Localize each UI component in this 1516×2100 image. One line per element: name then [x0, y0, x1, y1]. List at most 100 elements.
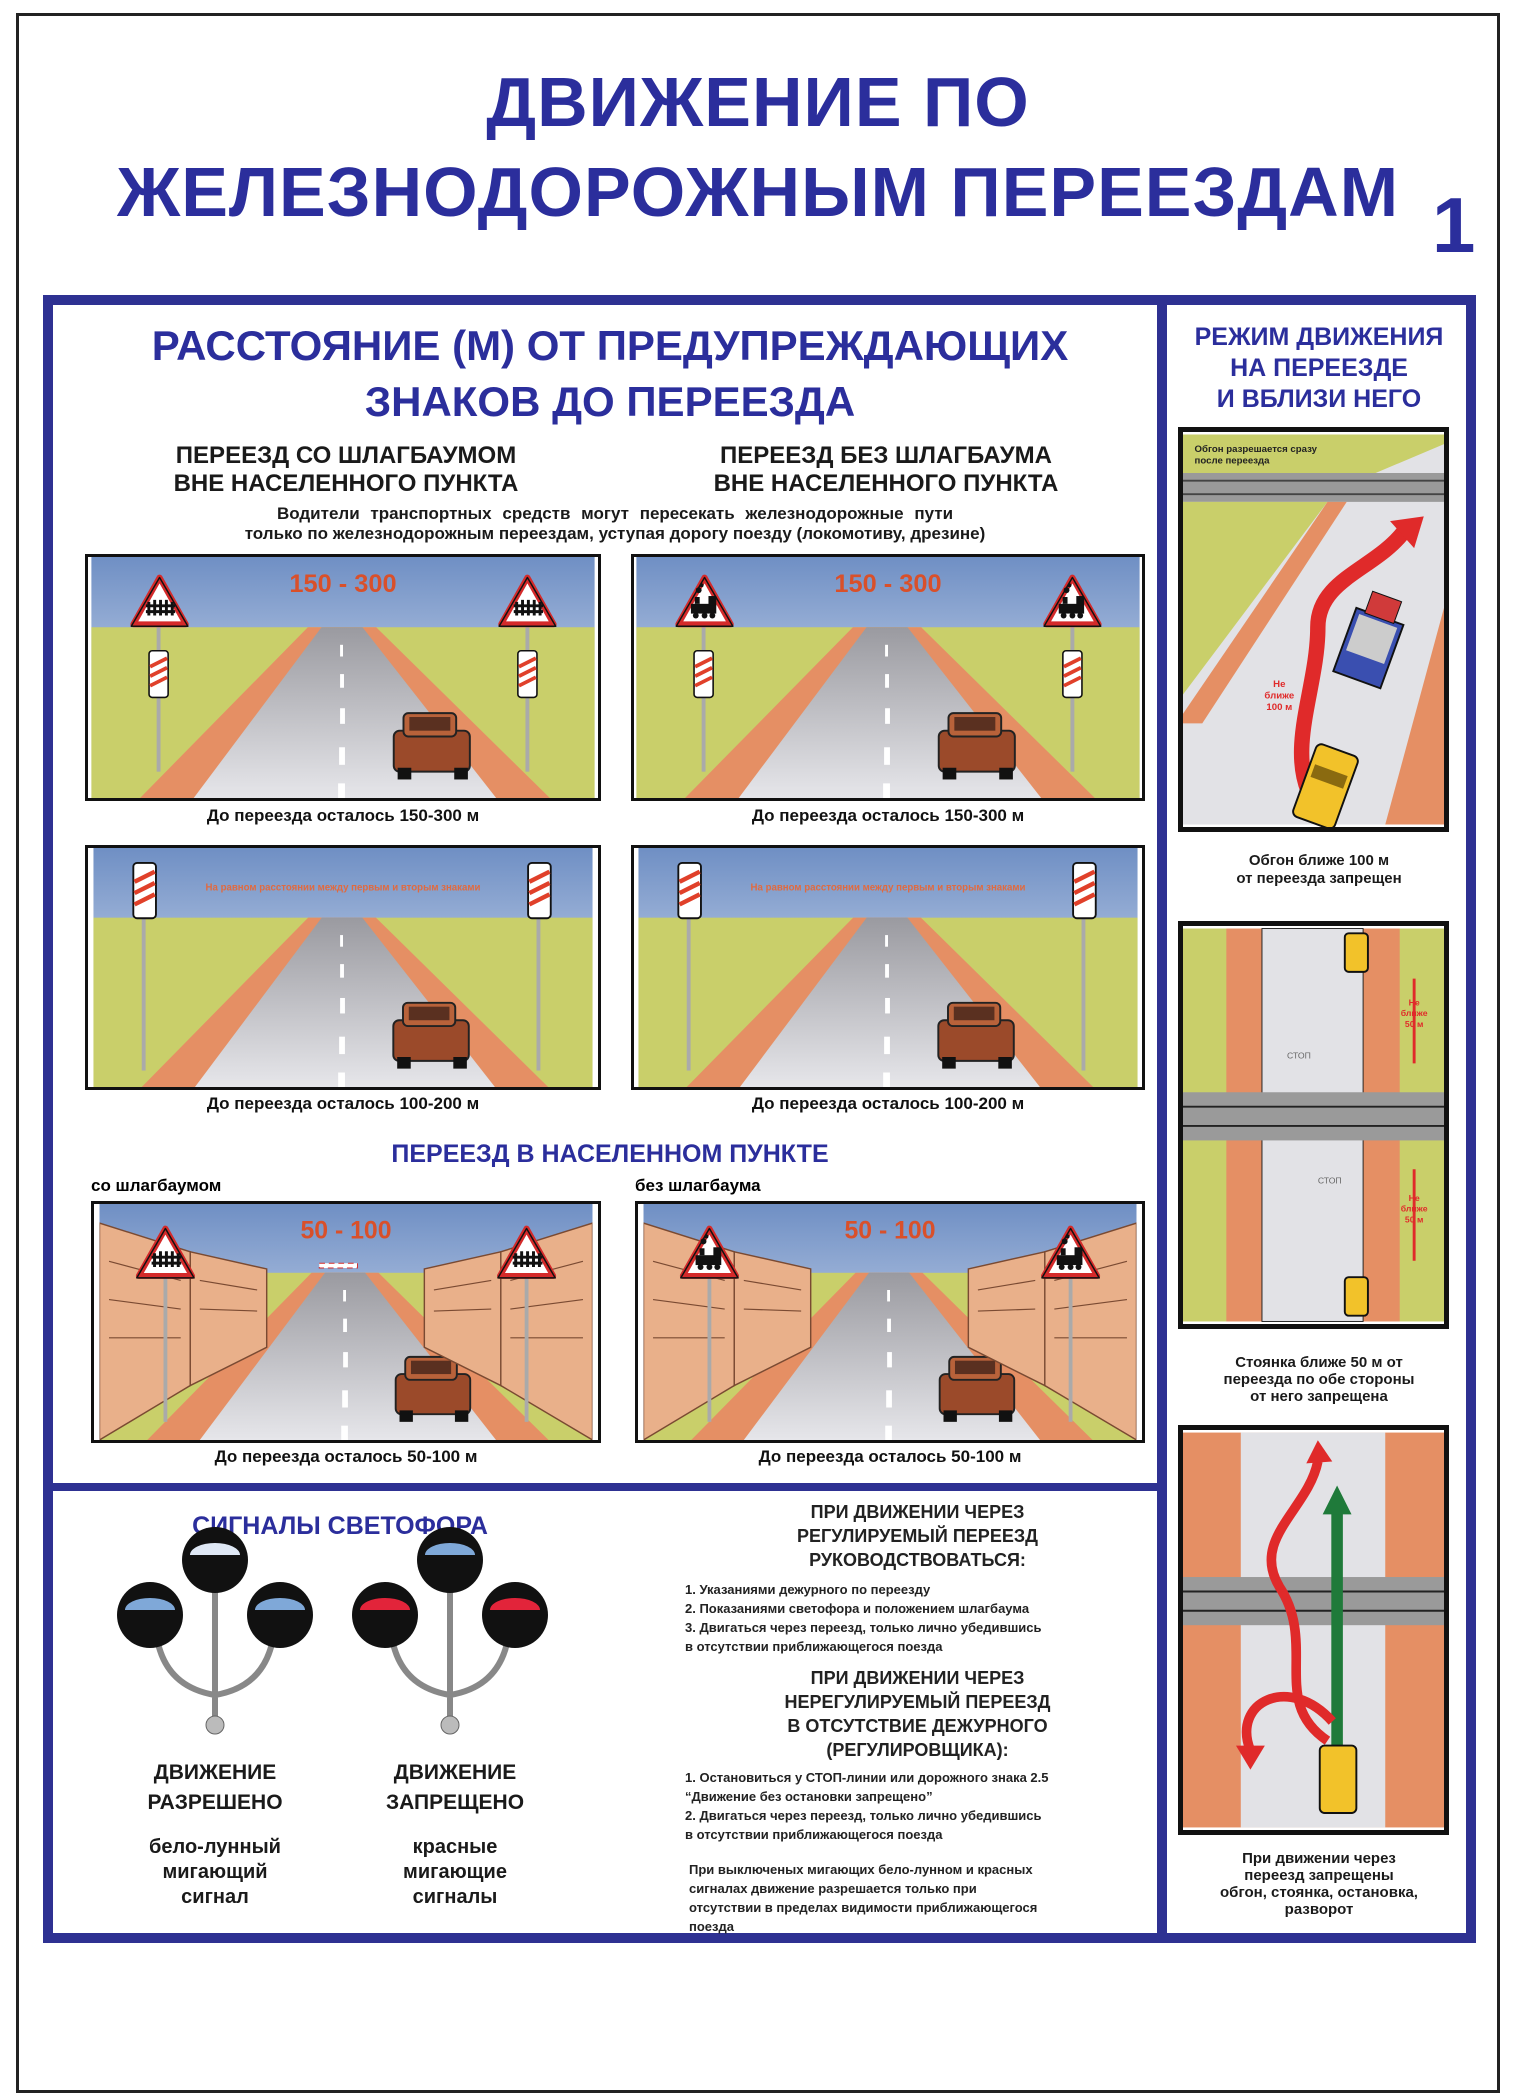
- note-line: поезда: [689, 1919, 734, 1934]
- allowed-label: ДВИЖЕНИЕ РАЗРЕШЕНО: [115, 1758, 315, 1818]
- regulated-heading: ПРИ ДВИЖЕНИИ ЧЕРЕЗ РЕГУЛИРУЕМЫЙ ПЕРЕЕЗД …: [685, 1500, 1150, 1572]
- forbidden-desc1: красные: [412, 1836, 498, 1858]
- distance-line: Не: [1409, 998, 1420, 1008]
- distance-line: ближе: [1401, 1008, 1428, 1018]
- caption-line: Стоянка ближе 50 м от: [1235, 1354, 1403, 1371]
- right-subheading-line1: ПЕРЕЕЗД БЕЗ ШЛАГБАУМА: [720, 442, 1052, 469]
- row3-right-caption: До переезда осталось 50-100 м: [758, 1447, 1022, 1466]
- scene-town-barrier-50-100: 50 - 100: [91, 1201, 601, 1443]
- white-lunar-lens-icon: [125, 1543, 305, 1610]
- warning-sign-barrier-icon: [498, 1229, 555, 1422]
- heading-line: ПРИ ДВИЖЕНИИ ЧЕРЕЗ: [810, 1668, 1025, 1688]
- caption-parking: Стоянка ближе 50 м от переезда по обе ст…: [1170, 1354, 1468, 1405]
- allowed-desc3: сигнал: [181, 1886, 249, 1908]
- banner-text: На равном расстоянии между первым и втор…: [751, 883, 1026, 894]
- caption-overtaking: Обгон ближе 100 м от переезда запрещен: [1170, 852, 1468, 888]
- drivers-text-line2: только по железнодорожным переездам, уст…: [244, 524, 986, 543]
- scene-town-no-barrier-50-100: 50 - 100: [635, 1201, 1145, 1443]
- list-item: 1. Указаниями дежурного по переезду: [685, 1582, 931, 1597]
- warning-sign-train-icon: [676, 577, 733, 772]
- unregulated-list: 1. Остановиться у СТОП-линии или дорожно…: [685, 1768, 1150, 1844]
- allowed-line2: РАЗРЕШЕНО: [147, 1791, 283, 1814]
- overtaking-scene: Обгон разрешается сразу после переезда Н…: [1178, 427, 1449, 832]
- heading-line: РУКОВОДСТВОВАТЬСЯ:: [809, 1550, 1026, 1570]
- scene-no-barrier-150-300: 150 - 300: [631, 554, 1145, 801]
- parking-scene: СТОП СТОП Не ближе 50 м Не ближе 50 м: [1178, 921, 1449, 1329]
- heading-line: (РЕГУЛИРОВЩИКА):: [826, 1740, 1009, 1760]
- list-item: 2. Двигаться через переезд, только лично…: [685, 1808, 1042, 1823]
- caption-line: Обгон ближе 100 м: [1248, 852, 1390, 869]
- note: При выключеных мигающих бело-лунном и кр…: [685, 1860, 1150, 1936]
- rules-block: ПРИ ДВИЖЕНИИ ЧЕРЕЗ РЕГУЛИРУЕМЫЙ ПЕРЕЕЗД …: [685, 1500, 1150, 1936]
- forbidden-desc: красные мигающие сигналы: [355, 1835, 555, 1910]
- caption-line: переезд запрещены: [1244, 1867, 1394, 1884]
- allowed-desc: бело-лунный мигающий сигнал: [115, 1835, 315, 1910]
- distance-line: 50 м: [1405, 1019, 1423, 1029]
- stop-marking: СТОП: [1318, 1176, 1342, 1186]
- barrier-gate: [318, 1262, 358, 1269]
- list-item: “Движение без остановки запрещено”: [685, 1789, 933, 1804]
- warning-sign-barrier-icon: [131, 577, 188, 772]
- caption-line: от него запрещена: [1250, 1388, 1388, 1405]
- distance-label: 50 - 100: [300, 1217, 391, 1244]
- right-subheading-line2: ВНЕ НАСЕЛЕННОГО ПУНКТА: [713, 470, 1059, 497]
- left-subheading-line2: ВНЕ НАСЕЛЕННОГО ПУНКТА: [173, 470, 519, 497]
- list-item: 2. Показаниями светофора и положением шл…: [685, 1601, 1030, 1616]
- warning-sign-train-icon: [1044, 577, 1101, 772]
- row1-left-caption: До переезда осталось 150-300 м: [206, 806, 480, 825]
- distance-label: 50 - 100: [844, 1217, 935, 1244]
- caption-line: от переезда запрещен: [1236, 870, 1402, 887]
- heading-line: РЕЖИМ ДВИЖЕНИЯ: [1194, 323, 1444, 351]
- overtake-note-line: Обгон разрешается сразу: [1195, 444, 1318, 455]
- vertical-divider: [1157, 295, 1167, 1943]
- warning-sign-barrier-icon: [499, 577, 556, 772]
- distance-line: Не: [1409, 1193, 1420, 1203]
- heading-line: И ВБЛИЗИ НЕГО: [1216, 385, 1422, 413]
- stop-marking: СТОП: [1287, 1051, 1311, 1061]
- unregulated-heading: ПРИ ДВИЖЕНИИ ЧЕРЕЗ НЕРЕГУЛИРУЕМЫЙ ПЕРЕЕЗ…: [685, 1666, 1150, 1762]
- left-subheading-line1: ПЕРЕЕЗД СО ШЛАГБАУМОМ: [175, 442, 517, 469]
- heading-line: ПРИ ДВИЖЕНИИ ЧЕРЕЗ: [810, 1502, 1025, 1522]
- traffic-light-forbidden: [352, 1527, 548, 1735]
- note-line: При выключеных мигающих бело-лунном и кр…: [689, 1862, 1033, 1877]
- distance-label: 150 - 300: [289, 570, 396, 598]
- mode-heading: РЕЖИМ ДВИЖЕНИЯ НА ПЕРЕЕЗДЕ И ВБЛИЗИ НЕГО: [1170, 322, 1468, 415]
- town-heading: ПЕРЕЕЗД В НАСЕЛЕННОМ ПУНКТЕ: [391, 1140, 829, 1168]
- warning-sign-train-icon: [681, 1229, 738, 1422]
- distance-line: 50 м: [1405, 1214, 1423, 1224]
- allowed-desc2: мигающий: [162, 1861, 268, 1883]
- warning-sign-train-icon: [1042, 1229, 1099, 1422]
- caption-prohibitions: При движении через переезд запрещены обг…: [1170, 1850, 1468, 1918]
- list-item: в отсутствии приближающегося поезда: [685, 1827, 943, 1842]
- forbidden-desc2: мигающие: [403, 1861, 507, 1883]
- distance-label: 150 - 300: [834, 570, 941, 598]
- list-item: в отсутствии приближающегося поезда: [685, 1639, 943, 1654]
- striped-post-icon: [678, 863, 1095, 1071]
- row3-left-caption: До переезда осталось 50-100 м: [214, 1447, 478, 1466]
- heading-line: НЕРЕГУЛИРУЕМЫЙ ПЕРЕЕЗД: [784, 1692, 1051, 1712]
- horizontal-divider: [43, 1483, 1163, 1491]
- distance-line: 100 м: [1266, 702, 1292, 713]
- traffic-light-allowed: [117, 1527, 313, 1735]
- caption-line: обгон, стоянка, остановка,: [1220, 1884, 1418, 1901]
- scene-barrier-100-200: На равном расстоянии между первым и втор…: [85, 845, 601, 1090]
- heading-line: РЕГУЛИРУЕМЫЙ ПЕРЕЕЗД: [797, 1526, 1038, 1546]
- page-number: 1: [1432, 181, 1476, 269]
- striped-post-icon: [133, 863, 550, 1071]
- caption-line: При движении через: [1242, 1850, 1396, 1867]
- poster-border: [16, 13, 1500, 2093]
- heading-line: В ОТСУТСТВИЕ ДЕЖУРНОГО: [787, 1716, 1048, 1736]
- distance-line: ближе: [1401, 1204, 1428, 1214]
- note-line: отсутствии в пределах видимости приближа…: [689, 1900, 1038, 1915]
- title-line2: ЖЕЛЕЗНОДОРОЖНЫМ ПЕРЕЕЗДАМ: [116, 153, 1400, 231]
- distance-line: ближе: [1264, 690, 1294, 701]
- drivers-text-line1: Водители транспортных средств могут пере…: [276, 504, 954, 523]
- list-item: 1. Остановиться у СТОП-линии или дорожно…: [685, 1770, 1049, 1785]
- town-left-label: со шлагбаумом: [91, 1176, 222, 1195]
- overtake-note-line: после переезда: [1195, 455, 1271, 466]
- heading-line: НА ПЕРЕЕЗДЕ: [1230, 354, 1408, 382]
- regulated-list: 1. Указаниями дежурного по переезду 2. П…: [685, 1580, 1150, 1656]
- forbidden-label: ДВИЖЕНИЕ ЗАПРЕЩЕНО: [355, 1758, 555, 1818]
- row1-right-caption: До переезда осталось 150-300 м: [751, 806, 1025, 825]
- caption-line: переезда по обе стороны: [1223, 1371, 1415, 1388]
